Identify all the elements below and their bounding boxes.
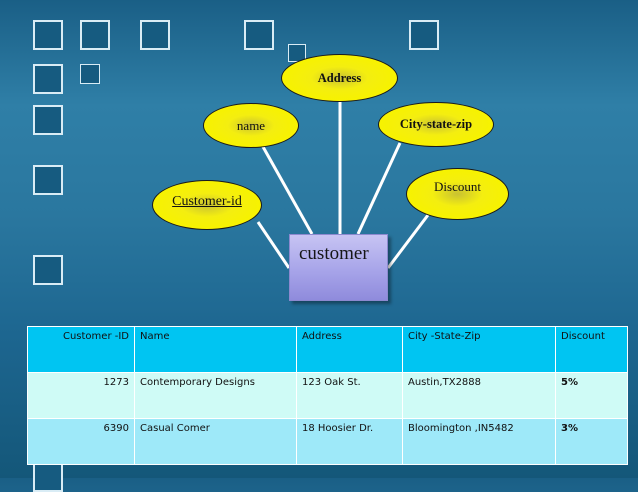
cell-city-state-zip: Bloomington ,IN5482: [402, 418, 556, 465]
table-row: 1273 Contemporary Designs 123 Oak St. Au…: [27, 372, 628, 419]
attribute-address: Address: [281, 54, 398, 102]
attribute-name: name: [203, 103, 299, 148]
attribute-discount-label: Discount: [434, 179, 481, 194]
header-discount: Discount: [555, 326, 628, 373]
table-header-row: Customer -ID Name Address City -State-Zi…: [27, 326, 628, 373]
cell-address: 123 Oak St.: [296, 372, 403, 419]
cell-city-state-zip: Austin,TX2888: [402, 372, 556, 419]
link-discount: [386, 214, 430, 269]
attribute-address-label: Address: [317, 70, 362, 85]
cell-customer-id: 1273: [27, 372, 135, 419]
cell-address: 18 Hoosier Dr.: [296, 418, 403, 465]
attribute-discount: Discount: [406, 168, 509, 220]
attribute-customer-id-label: Customer-id: [172, 194, 242, 209]
decor-square: [33, 255, 63, 285]
decor-square: [33, 105, 63, 135]
entity-customer: customer: [289, 234, 388, 301]
link-city-state-zip: [356, 142, 402, 235]
cell-discount: 3%: [555, 418, 628, 465]
relationship-lines: [0, 0, 638, 478]
link-name: [260, 144, 314, 235]
cell-name: Contemporary Designs: [134, 372, 297, 419]
header-city-state-zip: City -State-Zip: [402, 326, 556, 373]
header-name: Name: [134, 326, 297, 373]
cell-discount: 5%: [555, 372, 628, 419]
decor-square: [33, 64, 63, 94]
decor-square: [409, 20, 439, 50]
header-address: Address: [296, 326, 403, 373]
link-customer-id: [256, 221, 291, 269]
table-row: 6390 Casual Comer 18 Hoosier Dr. Bloomin…: [27, 418, 628, 465]
decor-square: [80, 64, 100, 84]
decor-square: [244, 20, 274, 50]
decor-square: [80, 20, 110, 50]
decor-square: [140, 20, 170, 50]
attribute-customer-id: Customer-id: [152, 180, 262, 230]
decor-square: [33, 20, 63, 50]
decor-square: [33, 165, 63, 195]
attribute-city-state-zip-label: City-state-zip: [399, 117, 473, 131]
cell-customer-id: 6390: [27, 418, 135, 465]
entity-customer-label: customer: [299, 243, 369, 264]
customer-table: Customer -ID Name Address City -State-Zi…: [27, 326, 628, 465]
header-customer-id: Customer -ID: [27, 326, 135, 373]
attribute-name-label: name: [236, 117, 266, 133]
attribute-city-state-zip: City-state-zip: [378, 102, 494, 147]
cell-name: Casual Comer: [134, 418, 297, 465]
